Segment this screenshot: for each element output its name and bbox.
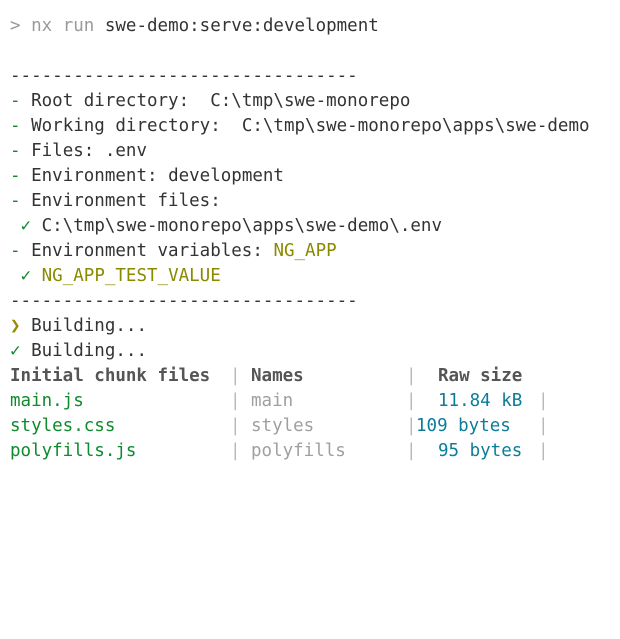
bullet: -	[10, 241, 21, 261]
environment-files-label: Environment files:	[31, 191, 221, 211]
files-line: - Files: .env	[10, 139, 147, 164]
chunk-name: main	[251, 391, 294, 411]
environment-value: development	[168, 166, 284, 186]
chevron-right-icon: ❯	[10, 316, 21, 336]
bullet: -	[10, 166, 21, 186]
check-icon: ✓	[20, 266, 32, 286]
bullet: -	[10, 116, 21, 136]
chunk-file: styles.css	[10, 416, 116, 436]
environment-file-path: C:\tmp\swe-monorepo\apps\swe-demo\.env	[41, 216, 443, 236]
header-names: Names	[251, 366, 304, 386]
column-divider: |	[230, 416, 241, 436]
building-done-text: Building...	[31, 341, 147, 361]
column-divider: |	[406, 366, 417, 386]
column-divider: |	[230, 391, 241, 411]
table-header: Initial chunk files | Names | Raw size	[10, 364, 610, 389]
environment-label: Environment:	[31, 166, 158, 186]
root-directory-line: - Root directory: C:\tmp\swe-monorepo	[10, 89, 410, 114]
terminal-output: > nx run swe-demo:serve:development ----…	[10, 14, 610, 464]
column-divider: |	[406, 441, 417, 461]
chunk-size: 11.84 kB	[438, 391, 523, 411]
column-divider: |	[538, 391, 549, 411]
working-directory-line: - Working directory: C:\tmp\swe-monorepo…	[10, 114, 590, 139]
chunk-file: main.js	[10, 391, 84, 411]
environment-variables-label: Environment variables:	[31, 241, 263, 261]
column-divider: |	[406, 416, 417, 436]
command-prefix: nx run	[31, 16, 95, 36]
building-done-line: ✓ Building...	[10, 339, 147, 364]
column-divider: |	[230, 366, 241, 386]
environment-line: - Environment: development	[10, 164, 284, 189]
prompt-symbol: >	[10, 16, 21, 36]
files-label: Files:	[31, 141, 95, 161]
building-pending-text: Building...	[31, 316, 147, 336]
environment-variables-line: - Environment variables: NG_APP	[10, 239, 337, 264]
table-row: main.js | main | 11.84 kB |	[10, 389, 610, 414]
environment-variables-prefix: NG_APP	[273, 241, 337, 261]
column-divider: |	[406, 391, 417, 411]
check-icon: ✓	[10, 341, 21, 361]
environment-files-line: - Environment files:	[10, 189, 221, 214]
table-row: styles.css | styles | 109 bytes |	[10, 414, 610, 439]
chunk-name: styles	[251, 416, 315, 436]
separator-bottom: ---------------------------------	[10, 291, 358, 311]
environment-variable-item: ✓ NG_APP_TEST_VALUE	[10, 264, 221, 289]
working-directory-value: C:\tmp\swe-monorepo\apps\swe-demo	[241, 116, 590, 136]
bullet: -	[10, 141, 21, 161]
files-value: .env	[104, 141, 148, 161]
chunk-name: polyfills	[251, 441, 346, 461]
header-raw-size: Raw size	[438, 366, 523, 386]
column-divider: |	[230, 441, 241, 461]
chunk-size: 109 bytes	[416, 416, 511, 436]
bullet: -	[10, 191, 21, 211]
bullet: -	[10, 91, 21, 111]
environment-variable-name: NG_APP_TEST_VALUE	[41, 266, 221, 286]
root-directory-value: C:\tmp\swe-monorepo	[210, 91, 411, 111]
check-icon: ✓	[20, 216, 32, 236]
command-line: > nx run swe-demo:serve:development	[10, 14, 379, 39]
root-directory-label: Root directory:	[31, 91, 190, 111]
building-pending-line: ❯ Building...	[10, 314, 147, 339]
environment-file-item: ✓ C:\tmp\swe-monorepo\apps\swe-demo\.env	[10, 214, 442, 239]
column-divider: |	[538, 441, 549, 461]
header-initial-chunk-files: Initial chunk files	[10, 366, 211, 386]
chunk-size: 95 bytes	[438, 441, 523, 461]
column-divider: |	[538, 416, 549, 436]
working-directory-label: Working directory:	[31, 116, 221, 136]
separator-top: ---------------------------------	[10, 66, 358, 86]
table-row: polyfills.js | polyfills | 95 bytes |	[10, 439, 610, 464]
command-target: swe-demo:serve:development	[104, 16, 379, 36]
chunk-file: polyfills.js	[10, 441, 137, 461]
